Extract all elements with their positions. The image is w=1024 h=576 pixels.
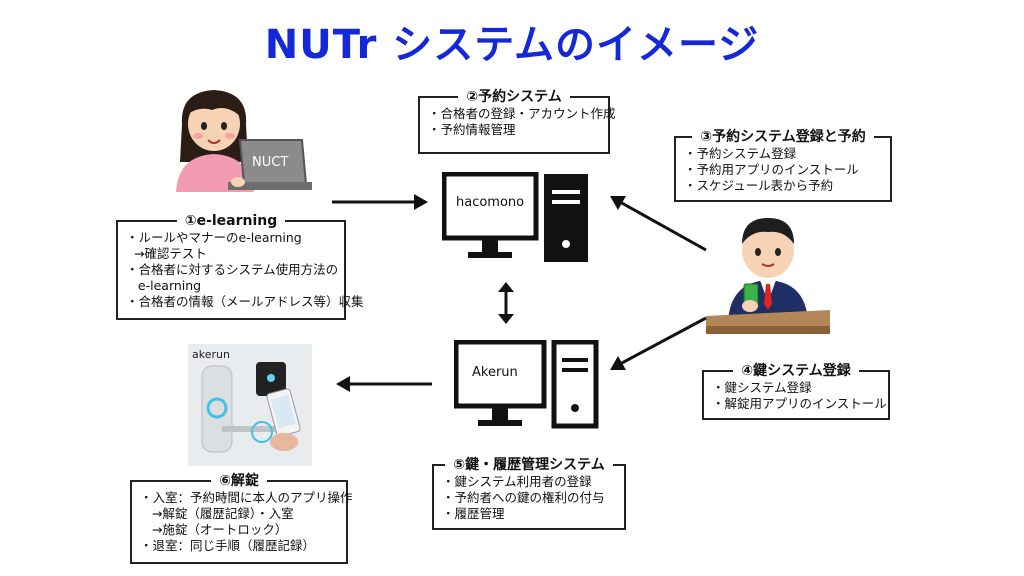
- key-history-line-1: ・鍵システム利用者の登録: [442, 474, 592, 489]
- register-reserve-heading: ③予約システム登録と予約: [692, 129, 874, 145]
- man-with-smartphone-icon: [706, 218, 830, 334]
- page-title: NUTr システムのイメージ: [264, 22, 760, 68]
- unlock-heading: ⑥解錠: [211, 473, 267, 489]
- desktop-server-icon: hacomono: [442, 172, 588, 262]
- key-register-heading: ④鍵システム登録: [733, 363, 859, 379]
- server-top-label: hacomono: [456, 195, 524, 210]
- laptop-label: NUCT: [252, 155, 288, 170]
- elearning-line-5: ・合格者の情報（メールアドレス等）収集: [126, 294, 364, 309]
- double-arrow-icon: [498, 282, 514, 324]
- register-reserve-line-2: ・予約用アプリのインストール: [684, 162, 859, 177]
- register-reserve-box: ③予約システム登録と予約 ・予約システム登録 ・予約用アプリのインストール ・ス…: [674, 129, 892, 202]
- register-reserve-line-3: ・スケジュール表から予約: [684, 178, 834, 193]
- key-register-line-2: ・解錠用アプリのインストール: [712, 396, 887, 411]
- woman-at-laptop-icon: NUCT: [176, 90, 312, 192]
- arrow-up-left-icon: [610, 196, 707, 252]
- akerun-logo: akerun: [192, 348, 230, 361]
- reservation-line-2: ・予約情報管理: [428, 122, 516, 137]
- smart-lock-photo: akerun: [188, 344, 312, 466]
- elearning-heading: ①e-learning: [176, 213, 286, 229]
- elearning-line-1: ・ルールやマナーのe-learning: [126, 230, 302, 245]
- unlock-line-3: →施錠（オートロック）: [140, 522, 288, 537]
- key-history-heading: ⑤鍵・履歴管理システム: [445, 457, 613, 473]
- key-history-line-3: ・履歴管理: [442, 506, 505, 521]
- reservation-box: ②予約システム ・合格者の登録・アカウント作成 ・予約情報管理: [418, 89, 616, 154]
- server-bottom-label: Akerun: [472, 365, 518, 380]
- elearning-line-4: e-learning: [126, 278, 202, 293]
- key-register-box: ④鍵システム登録 ・鍵システム登録 ・解錠用アプリのインストール: [702, 363, 890, 420]
- arrow-right-icon: [332, 194, 428, 210]
- elearning-line-3: ・合格者に対するシステム使用方法の: [126, 262, 339, 277]
- desktop-server-icon: Akerun: [454, 340, 599, 429]
- key-history-box: ⑤鍵・履歴管理システム ・鍵システム利用者の登録 ・予約者への鍵の権利の付与 ・…: [432, 457, 626, 530]
- unlock-box: ⑥解錠 ・入室：予約時間に本人のアプリ操作 →解錠（履歴記録）・入室 →施錠（オ…: [130, 473, 353, 564]
- elearning-box: ①e-learning ・ルールやマナーのe-learning →確認テスト ・…: [116, 213, 364, 320]
- unlock-line-4: ・退室：同じ手順（履歴記録）: [140, 538, 316, 553]
- unlock-line-2: →解錠（履歴記録）・入室: [140, 506, 294, 521]
- arrow-down-left-icon: [610, 316, 707, 370]
- unlock-line-1: ・入室：予約時間に本人のアプリ操作: [140, 490, 353, 505]
- reservation-line-1: ・合格者の登録・アカウント作成: [428, 106, 616, 121]
- register-reserve-line-1: ・予約システム登録: [684, 146, 797, 161]
- elearning-line-2: →確認テスト: [126, 246, 207, 261]
- key-register-line-1: ・鍵システム登録: [712, 380, 812, 395]
- reservation-heading: ②予約システム: [458, 89, 570, 105]
- arrow-left-icon: [336, 376, 432, 392]
- key-history-line-2: ・予約者への鍵の権利の付与: [442, 490, 605, 505]
